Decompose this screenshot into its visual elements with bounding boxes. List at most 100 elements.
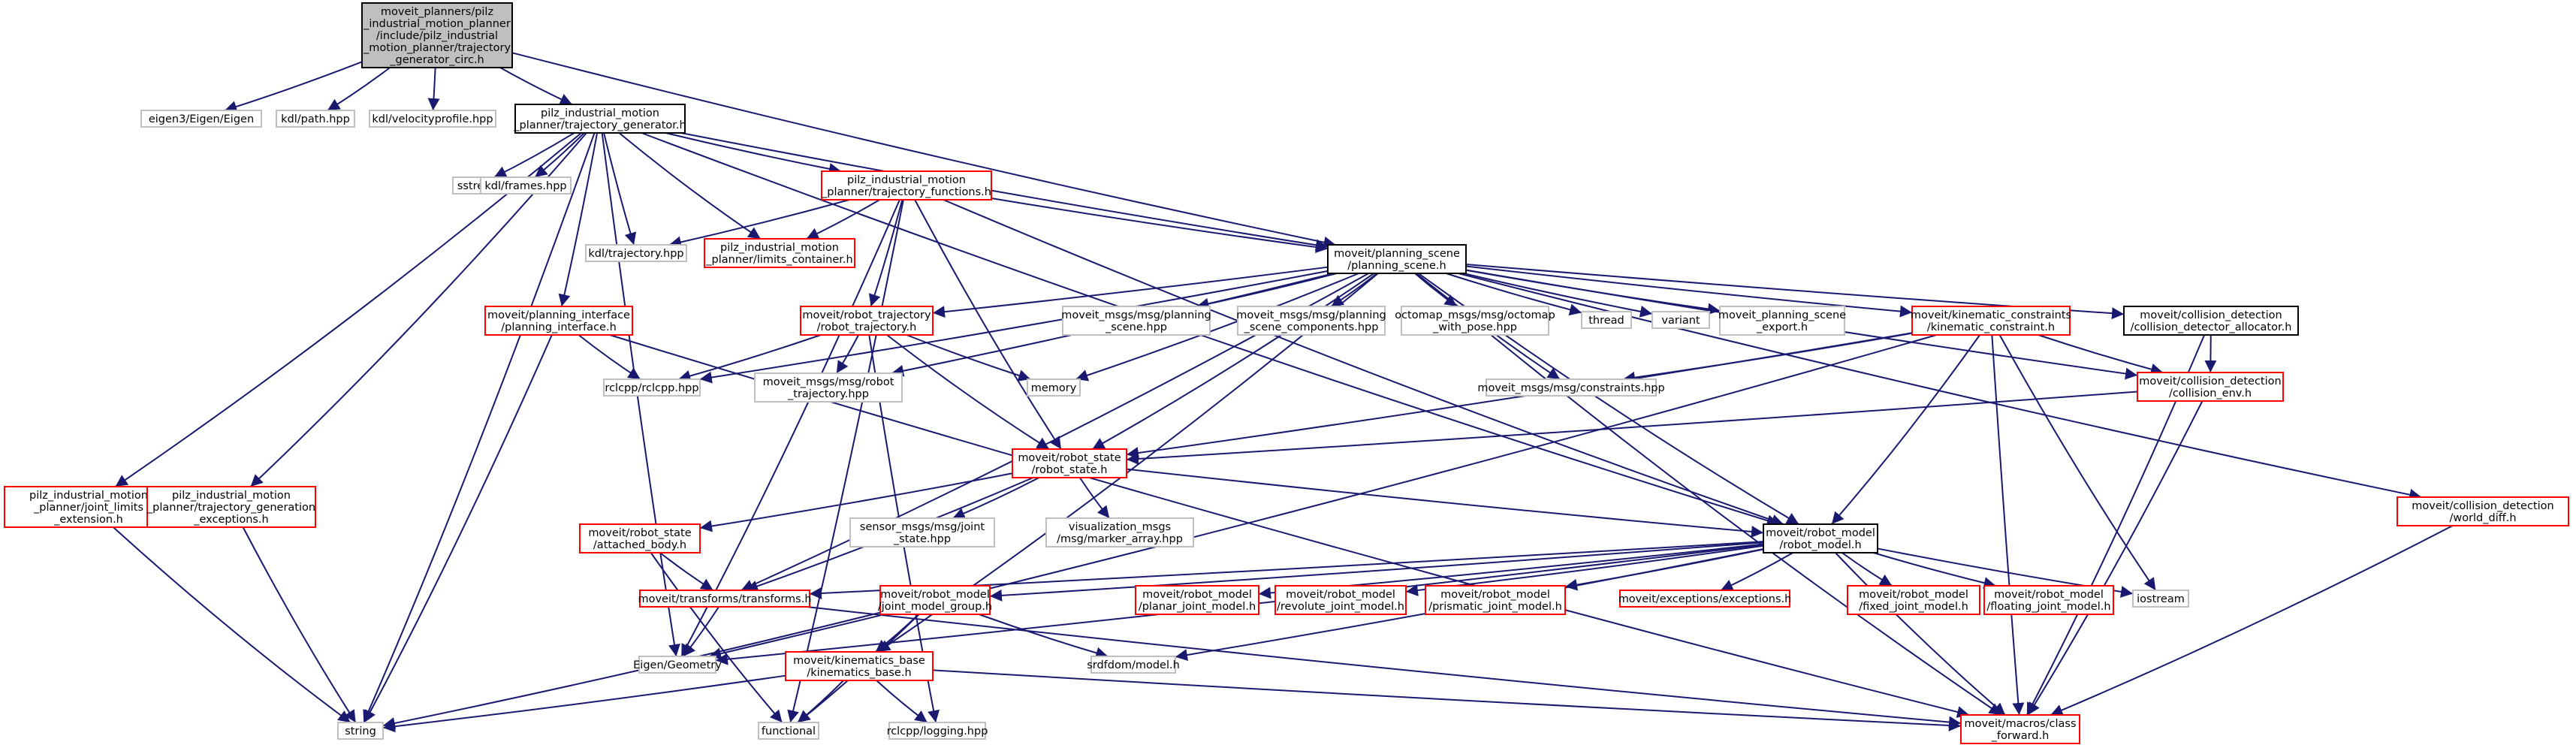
node-floating[interactable]: moveit/robot_model/floating_joint_model.…	[1983, 585, 2114, 615]
node-world-diff[interactable]: moveit/collision_detection/world_diff.h	[2397, 496, 2569, 526]
node-label-line: /robot_trajectory.h	[817, 321, 917, 333]
node-label-line: pilz_industrial_motion	[720, 242, 839, 254]
node-label-line: moveit/robot_model	[880, 589, 990, 601]
node-fixed[interactable]: moveit/robot_model/fixed_joint_model.h	[1847, 585, 1980, 615]
node-label-line: moveit/robot_model	[1286, 589, 1395, 601]
edge-root-to-kdl-velprof	[427, 67, 440, 111]
edge-world-diff-to-class-fwd	[2050, 525, 2454, 716]
node-label-line: /floating_joint_model.h	[1986, 601, 2110, 613]
node-rclcpp-log: rclcpp/logging.hpp	[887, 722, 988, 740]
node-box	[2137, 372, 2284, 402]
node-label-line: eigen3/Eigen/Eigen	[149, 113, 254, 125]
node-jmg[interactable]: moveit/robot_model/joint_model_group.h	[878, 585, 992, 615]
node-label-line: variant	[1661, 315, 1700, 327]
node-joint-limits[interactable]: pilz_industrial_motion_planner/joint_lim…	[4, 486, 173, 528]
node-box	[1062, 306, 1211, 336]
node-thread: thread	[1581, 311, 1632, 329]
node-transforms[interactable]: moveit/transforms/transforms.h	[638, 590, 812, 608]
node-limits-cont[interactable]: pilz_industrial_motion_planner/limits_co…	[704, 238, 855, 268]
node-coll-env[interactable]: moveit/collision_detection/collision_env…	[2137, 372, 2284, 402]
node-box	[1237, 306, 1386, 336]
node-label-line: _planner/trajectory_generation	[146, 502, 315, 514]
node-label-line: sensor_msgs/msg/joint	[860, 521, 985, 533]
edge-robot-model-to-floating	[1873, 552, 1996, 589]
node-box	[1911, 306, 2071, 336]
edge-traj-gen-to-kdl-traj	[603, 132, 637, 246]
edge-robot-traj-to-memory	[906, 334, 1031, 382]
node-label-line: /revolute_joint_model.h	[1277, 601, 1404, 613]
node-label-line: pilz_industrial_motion	[29, 490, 148, 502]
node-class-fwd[interactable]: moveit/macros/class_forward.h	[1960, 714, 2080, 744]
edge-traj-gen-to-limits-cont	[618, 132, 762, 240]
node-box	[140, 110, 262, 128]
node-label-line: /msg/marker_array.hpp	[1057, 533, 1183, 545]
node-exceptions[interactable]: moveit/exceptions/exceptions.h	[1618, 590, 1792, 608]
edge-planning-iface-to-string	[363, 334, 553, 723]
node-label-line: pilz_industrial_motion	[847, 174, 966, 186]
edge-coll-env-to-class-fwd	[2027, 400, 2203, 716]
node-box	[638, 656, 716, 674]
node-robot-model[interactable]: moveit/robot_model/robot_model.h	[1763, 523, 1878, 553]
node-label-line: kdl/velocityprofile.hpp	[372, 113, 493, 125]
edge-kin-base-to-string	[382, 674, 786, 733]
node-planning-scene[interactable]: moveit/planning_scene/planning_scene.h	[1327, 244, 1467, 274]
node-box	[821, 170, 992, 201]
edge-coll-alloc-to-coll-env	[2204, 334, 2217, 373]
node-label-line: _planner/limits_container.h	[705, 254, 852, 266]
edge-planning-scene-to-class-fwd	[1415, 273, 2002, 716]
node-label-line: _exceptions.h	[193, 514, 268, 526]
node-box	[1012, 448, 1127, 478]
node-label-line: visualization_msgs	[1069, 521, 1171, 533]
node-label-line: /include/pilz_industrial	[376, 30, 498, 42]
node-kin-base[interactable]: moveit/kinematics_base/kinematics_base.h	[785, 651, 934, 681]
node-label-line: kdl/trajectory.hpp	[588, 248, 683, 260]
node-label-line: /robot_model.h	[1779, 539, 1861, 551]
node-robot-state[interactable]: moveit/robot_state/robot_state.h	[1012, 448, 1127, 478]
node-iostream: iostream	[2132, 590, 2189, 608]
node-label-line: /planning_scene.h	[1347, 260, 1446, 272]
edge-robot-state-to-attached-body	[699, 472, 1013, 532]
node-traj-gen-exc[interactable]: pilz_industrial_motion_planner/trajector…	[146, 486, 316, 528]
node-label-line: moveit/collision_detection	[2139, 375, 2281, 388]
node-label-line: _generator_circ.h	[389, 54, 484, 66]
node-label-line: moveit/robot_trajectory	[802, 309, 931, 321]
node-coll-alloc[interactable]: moveit/collision_detection/collision_det…	[2123, 306, 2299, 336]
node-layer: moveit_planners/pilz_industrial_motion_p…	[4, 2, 2569, 744]
node-label-line: moveit/exceptions/exceptions.h	[1618, 593, 1792, 605]
edge-robot-state-to-js-msg	[952, 477, 1039, 520]
node-robot-traj[interactable]: moveit/robot_trajectory/robot_trajectory…	[800, 306, 934, 336]
node-root[interactable]: moveit_planners/pilz_industrial_motion_p…	[361, 2, 513, 68]
edge-kin-base-to-rclcpp-log	[876, 680, 928, 723]
node-traj-gen[interactable]: pilz_industrial_motion_planner/trajector…	[513, 104, 686, 134]
node-prismatic[interactable]: moveit/robot_model/prismatic_joint_model…	[1425, 585, 1566, 615]
node-label-line: _extension.h	[53, 514, 123, 526]
edge-root-to-eigen3	[224, 61, 363, 113]
node-label-line: _trajectory.hpp	[787, 388, 869, 400]
node-memory: memory	[1027, 379, 1081, 397]
edge-planning-scene-to-rclcpp	[699, 270, 1329, 384]
node-attached-body[interactable]: moveit/robot_state/attached_body.h	[579, 523, 701, 553]
node-label-line: moveit/macros/class	[1964, 718, 2076, 730]
edge-traj-funcs-to-limits-cont	[806, 199, 880, 240]
node-revolute[interactable]: moveit/robot_model/revolute_joint_model.…	[1274, 585, 1407, 615]
node-label-line: functional	[762, 725, 816, 737]
node-kin-constr[interactable]: moveit/kinematic_constraints/kinematic_c…	[1911, 306, 2071, 336]
node-planning-iface[interactable]: moveit/planning_interface/planning_inter…	[484, 306, 633, 336]
edge-transforms-to-eigen-geom	[683, 606, 719, 657]
node-label-line: moveit/planning_interface	[487, 309, 630, 321]
node-planar[interactable]: moveit/robot_model/planar_joint_model.h	[1135, 585, 1259, 615]
node-traj-funcs[interactable]: pilz_industrial_motion_planner/trajector…	[821, 170, 992, 201]
edge-kin-constr-to-iostream	[1998, 334, 2157, 591]
node-label-line: srdfdom/model.h	[1087, 659, 1180, 671]
node-box	[369, 110, 496, 128]
node-label-line: _planner/trajectory_functions.h	[821, 186, 991, 198]
node-box	[849, 517, 995, 547]
node-rclcpp: rclcpp/rclcpp.hpp	[603, 379, 701, 397]
node-box	[754, 372, 903, 403]
edge-traj-funcs-to-robot-model	[943, 199, 1784, 526]
node-label-line: kdl/path.hpp	[281, 113, 350, 125]
edge-jmg-to-string	[382, 611, 881, 729]
node-box	[361, 2, 513, 68]
edge-robot-model-to-class-fwd	[1835, 552, 2006, 716]
